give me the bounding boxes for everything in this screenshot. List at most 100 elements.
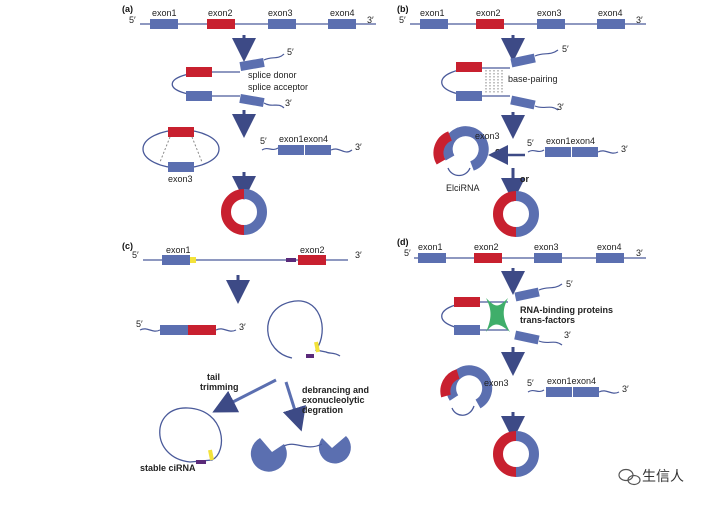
- exon1-label-a: exon1: [152, 8, 177, 18]
- tail-trimming-label-1: tail: [207, 372, 220, 382]
- donor-site-c: [190, 257, 196, 263]
- ring-red-arc-d: [440, 369, 460, 398]
- splice-acceptor-label: splice acceptor: [248, 82, 308, 92]
- exon3-label-a3: exon3: [168, 174, 193, 184]
- three-prime-b4: 3′: [621, 144, 628, 154]
- splice-donor-label: splice donor: [248, 70, 297, 80]
- stable-cirna-label: stable ciRNA: [140, 463, 196, 473]
- exonuclease-right-icon: [318, 436, 351, 464]
- rna-binding-protein-icon: [486, 298, 510, 332]
- exon2-box-a3: [168, 127, 194, 137]
- exon3-box-b: [537, 19, 565, 29]
- panel-a-tag: (a): [122, 4, 133, 14]
- base-pairing-label: base-pairing: [508, 74, 558, 84]
- tail-3-a4: [330, 148, 353, 153]
- exon1-box-a2: [239, 57, 265, 72]
- stable-yellow-c: [208, 449, 214, 461]
- panel-b-three-prime: 3′: [636, 15, 643, 25]
- panel-b-tag: (b): [397, 4, 409, 14]
- exon4-label-d: exon4: [597, 242, 622, 252]
- exon4-box-b: [597, 19, 625, 29]
- circrna-blue-half-b: [515, 191, 539, 237]
- exon1-label-d: exon1: [418, 242, 443, 252]
- stable-cirna-loop: [159, 407, 223, 463]
- exon4-box-a: [328, 19, 356, 29]
- exon2-box-b: [476, 19, 504, 29]
- elcirna-blue-arc: [442, 126, 489, 171]
- exon4-box-d: [596, 253, 624, 263]
- exon1-box-c2: [160, 325, 188, 335]
- exon2-box-a: [207, 19, 235, 29]
- exon1-box-b: [420, 19, 448, 29]
- exon3-box-a: [268, 19, 296, 29]
- five-prime-d4: 5′: [527, 378, 534, 388]
- exon2-label-b: exon2: [476, 8, 501, 18]
- circrna-blue-half-a: [243, 189, 267, 235]
- tail-3-c: [215, 328, 237, 332]
- exon4-box-b4: [572, 147, 598, 157]
- intron-lariat-c: [267, 300, 341, 359]
- exon3-label-d3: exon3: [484, 378, 509, 388]
- dash-r-a: [191, 136, 203, 163]
- elcirna-red-arc: [433, 131, 453, 165]
- elcirna-intron: [447, 167, 471, 177]
- exon3-label-b: exon3: [475, 131, 500, 141]
- panel-d-five-prime: 5′: [404, 248, 411, 258]
- exon3-box-a3: [168, 162, 194, 172]
- five-prime-a4: 5′: [260, 136, 267, 146]
- rbp-label-2: trans-factors: [520, 315, 575, 325]
- exon3-label-a: exon3: [268, 8, 293, 18]
- exon4-box-a4: [305, 145, 331, 155]
- circrna-red-half-b: [493, 191, 517, 237]
- dash-l-a: [159, 136, 171, 163]
- exon3-box-a2: [186, 91, 212, 101]
- exon3-label-b: exon3: [537, 8, 562, 18]
- tail-3-b4: [597, 150, 619, 154]
- exon4-box-a2: [239, 93, 265, 108]
- panel-b-five-prime: 5′: [399, 15, 406, 25]
- exon4-box-b2: [510, 95, 536, 110]
- degraded-rna: [283, 443, 323, 448]
- or-label-2: or: [520, 174, 529, 184]
- joined-label-d: exon1exon4: [547, 376, 596, 386]
- three-prime-a2: 3′: [285, 98, 292, 108]
- tail-5-a: [263, 53, 285, 61]
- tail-3-d: [538, 340, 563, 346]
- exon1-label-c: exon1: [166, 245, 191, 255]
- exon2-box-d2: [454, 297, 480, 307]
- panel-a: (a) 5′ 3′ exon1 exon2 exon3 exon4 5′ 3′ …: [122, 4, 376, 235]
- panel-c-tag: (c): [122, 241, 133, 251]
- five-prime-c2: 5′: [136, 319, 143, 329]
- five-prime-b2: 5′: [562, 44, 569, 54]
- exon2-box-d: [474, 253, 502, 263]
- exon2-label-d: exon2: [474, 242, 499, 252]
- exon2-box-a2: [186, 67, 212, 77]
- exon1-box-d4: [546, 387, 572, 397]
- circrna-blue-half-d: [515, 431, 539, 477]
- three-prime-d2: 3′: [564, 330, 571, 340]
- tail-5-d4: [527, 389, 545, 393]
- exon3-label-d: exon3: [534, 242, 559, 252]
- elcirna-label: ElciRNA: [446, 183, 480, 193]
- exon1-box-b2: [510, 53, 536, 68]
- ring-intron-d: [451, 405, 475, 416]
- five-prime-a2: 5′: [287, 47, 294, 57]
- exon2-box-c: [298, 255, 326, 265]
- tail-trimming-label-2: trimming: [200, 382, 239, 392]
- exon2-box-c2: [188, 325, 216, 335]
- branch-point-c: [286, 258, 296, 262]
- panel-b: (b) 5′ 3′ exon1 exon2 exon3 exon4 5′ 3′ …: [397, 4, 646, 237]
- panel-d: (d) 5′ 3′ exon1 exon2 exon3 exon4 5′ 3′ …: [397, 237, 646, 477]
- five-prime-b4: 5′: [527, 138, 534, 148]
- three-prime-d4: 3′: [622, 384, 629, 394]
- lariat-yellow-c: [314, 341, 320, 353]
- circrna-red-half-d: [493, 431, 517, 477]
- panel-c: (c) 5′ 3′ exon1 exon2 5′ 3′ tail trimmin…: [122, 241, 369, 473]
- exonuclease-left-icon: [250, 438, 287, 472]
- exon1-box-d: [418, 253, 446, 263]
- exon4-label-a: exon4: [330, 8, 355, 18]
- rbp-label-1: RNA-binding proteins: [520, 305, 613, 315]
- exon1-box-a: [150, 19, 178, 29]
- exon1-box-c: [162, 255, 190, 265]
- five-prime-d2: 5′: [566, 279, 573, 289]
